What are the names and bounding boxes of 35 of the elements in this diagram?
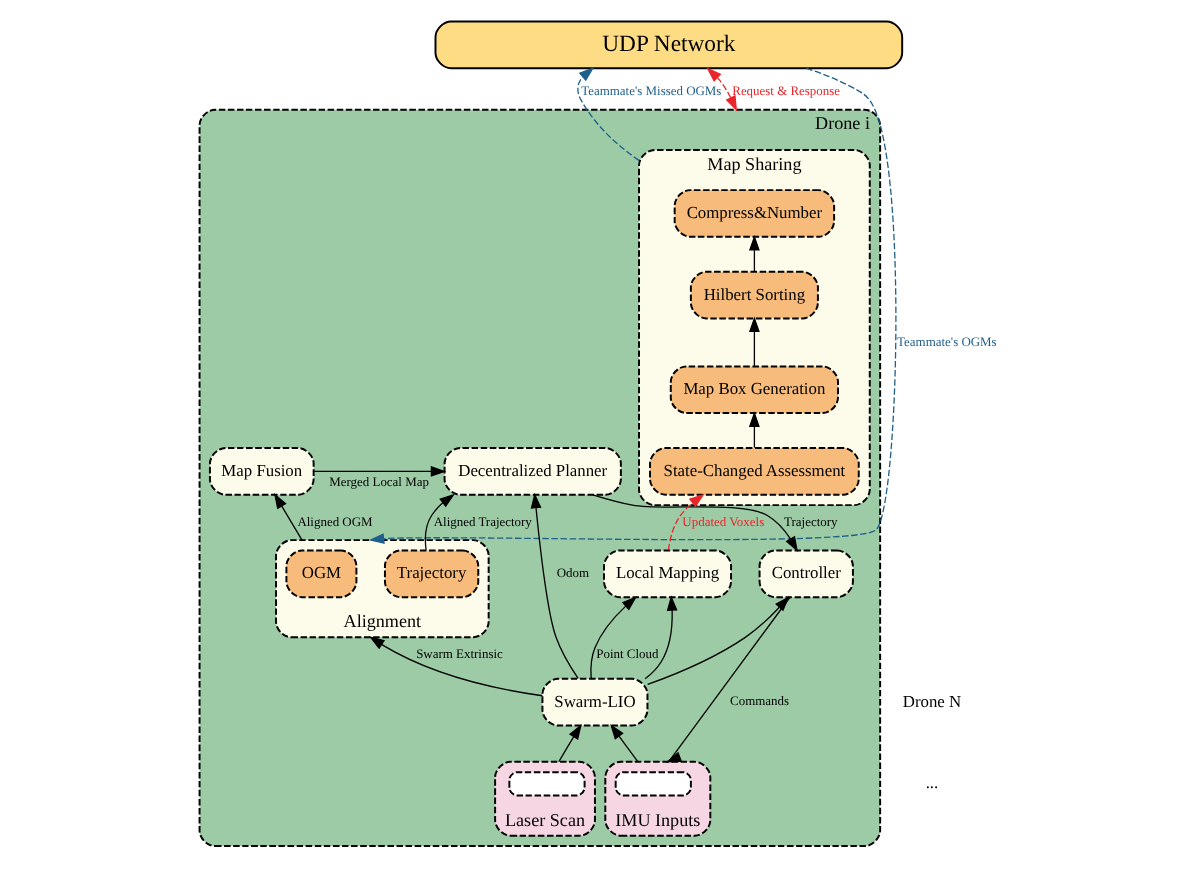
label: ...: [924, 772, 938, 793]
arrow: [666, 493, 704, 551]
node-box: State-Changed Assessment: [648, 447, 859, 496]
arrow: [272, 493, 302, 541]
arrow: [557, 723, 581, 763]
node-box: [613, 771, 691, 797]
arrow: [367, 67, 896, 545]
node-box: Controller: [757, 549, 853, 599]
arrow: [529, 492, 578, 680]
arrow: [747, 316, 759, 367]
arrow: [747, 411, 759, 449]
arrow: [643, 595, 677, 680]
arrow: [589, 596, 636, 680]
node-box: UDP Network: [433, 20, 903, 70]
arrow: [576, 67, 639, 162]
node-box: Compress&Number: [672, 189, 835, 238]
arrow: [368, 636, 542, 697]
node-box: Hilbert Sorting: [688, 270, 818, 320]
node-box: Trajectory: [382, 549, 479, 599]
node-box: Local Mapping: [602, 549, 732, 599]
node-box: [507, 771, 585, 797]
cluster: IMU Inputs: [603, 760, 711, 837]
arrow: [423, 493, 454, 551]
node-box: Map Box Generation: [668, 365, 838, 415]
node-box: OGM: [284, 549, 357, 599]
node-box: Decentralized Planner: [442, 447, 621, 496]
arrow: [747, 235, 759, 272]
node-box: Map Fusion: [207, 447, 314, 496]
cluster: Laser Scan: [493, 760, 595, 837]
node-box: Swarm-LIO: [540, 677, 648, 727]
arrow: [705, 67, 737, 112]
arrow: [609, 724, 638, 763]
arrow: [591, 494, 798, 553]
arrow: [312, 465, 446, 477]
label: Drone N: [901, 690, 961, 711]
